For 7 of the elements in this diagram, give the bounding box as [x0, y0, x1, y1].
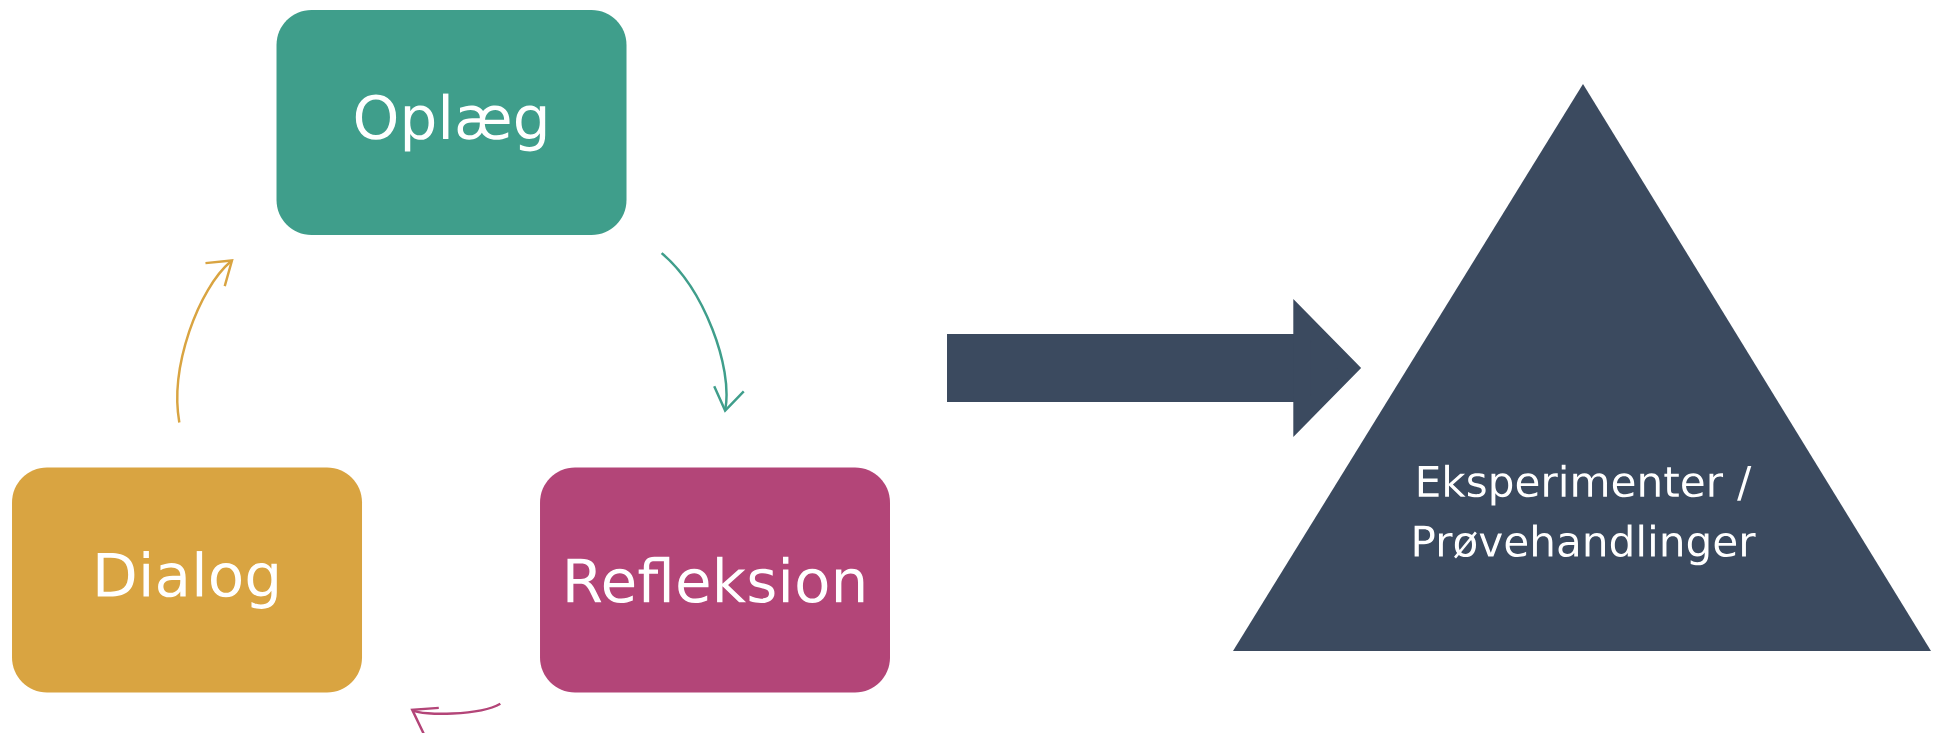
triangle: Eksperimenter / Prøvehandlinger — [1233, 84, 1931, 651]
process-box: Refleksion — [540, 467, 890, 693]
curved-arrow — [660, 252, 745, 413]
process-box: Dialog — [12, 467, 362, 693]
process-box: Oplæg — [276, 10, 627, 235]
curved-arrow — [410, 702, 501, 733]
curved-arrow — [176, 259, 234, 423]
